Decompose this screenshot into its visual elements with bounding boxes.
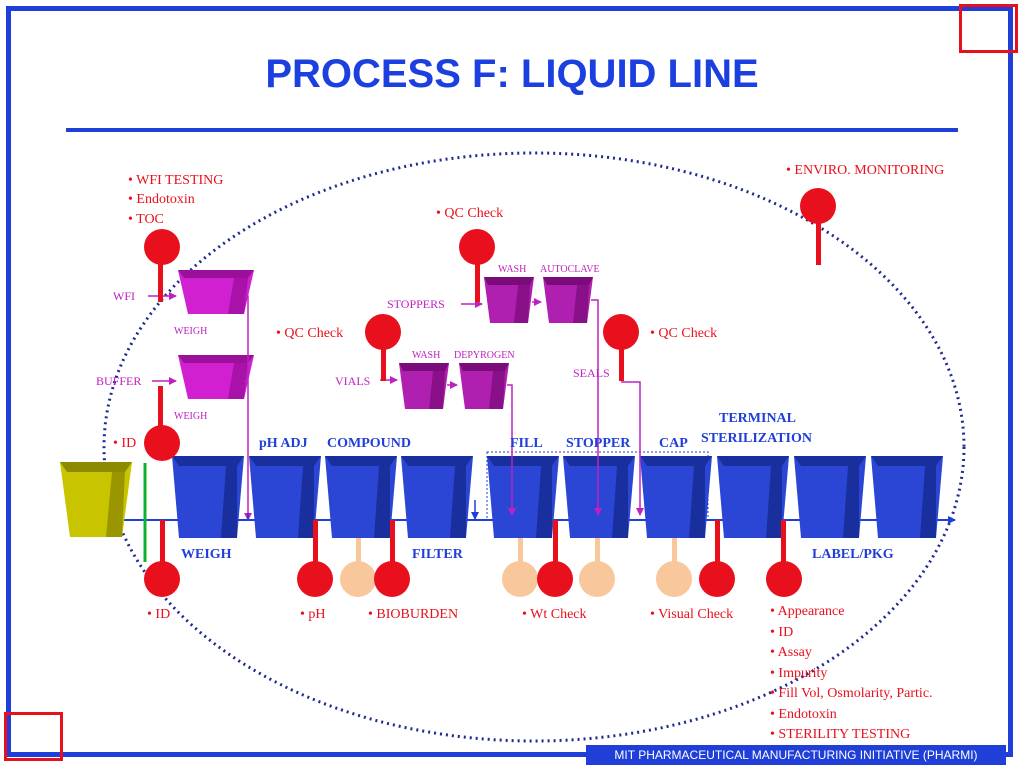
magenta-flows xyxy=(148,292,644,521)
stoppers-input-label: STOPPERS xyxy=(387,297,445,311)
page-title: PROCESS F: LIQUID LINE xyxy=(265,52,759,96)
endotoxin-label: • Endotoxin xyxy=(128,192,195,207)
station-stopper xyxy=(563,456,635,538)
qc-check-stoppers-label: • QC Check xyxy=(436,206,503,221)
slide-frame xyxy=(6,6,1013,757)
fill-label: FILL xyxy=(510,436,543,451)
qc-pin-stoppers xyxy=(459,229,495,302)
process-boundary xyxy=(102,151,966,743)
title-underline xyxy=(66,128,958,132)
sterilization-label: STERILIZATION xyxy=(701,431,812,446)
wash2-label: WASH xyxy=(412,350,440,361)
inprocess-pin-fill xyxy=(502,538,538,597)
aseptic-zone-box xyxy=(486,451,709,521)
station-fill xyxy=(487,456,559,538)
wfi-testing-label: • WFI TESTING xyxy=(128,173,223,188)
station-compound xyxy=(325,456,397,538)
buffer-weigh-hopper xyxy=(178,355,254,399)
weigh-station-label: WEIGH xyxy=(181,547,232,562)
depyrogen-label: DEPYROGEN xyxy=(454,350,515,361)
qc-pin-id-bottom xyxy=(144,520,180,597)
weigh1-label: WEIGH xyxy=(174,326,207,337)
inprocess-pin-cap xyxy=(656,538,692,597)
qc-pin-buffer-id xyxy=(144,386,180,461)
ph-label: • pH xyxy=(300,607,326,622)
release-id: • ID xyxy=(770,625,793,640)
release-sterility: • STERILITY TESTING xyxy=(770,727,910,742)
raw-material-container xyxy=(60,462,132,537)
id-top-label: • ID xyxy=(113,436,136,451)
vials-depyrogen-hopper xyxy=(459,363,509,409)
qc-pin-wt-check xyxy=(537,520,573,597)
qc-pin-wfi xyxy=(144,229,180,302)
release-assay: • Assay xyxy=(770,645,812,660)
label-pkg-station-label: LABEL/PKG xyxy=(812,547,894,562)
release-fill-vol: • Fill Vol, Osmolarity, Partic. xyxy=(770,686,933,701)
stoppers-autoclave-hopper xyxy=(543,277,593,323)
qc-pin-vials xyxy=(365,314,401,381)
station-cap xyxy=(640,456,712,538)
station-terminal-sterilization xyxy=(717,456,789,538)
wfi-input-label: WFI xyxy=(113,289,135,303)
qc-check-vials-label: • QC Check xyxy=(276,326,343,341)
corner-box-top-right xyxy=(959,4,1018,53)
seals-input-label: SEALS xyxy=(573,366,610,380)
stopper-label: STOPPER xyxy=(566,436,631,451)
weigh2-label: WEIGH xyxy=(174,411,207,422)
qc-pin-bioburden xyxy=(374,520,410,597)
vials-input-label: VIALS xyxy=(335,374,370,388)
qc-pin-enviro xyxy=(800,188,836,265)
qc-pin-ph xyxy=(297,520,333,597)
release-appearance: • Appearance xyxy=(770,604,844,619)
stoppers-wash-hopper xyxy=(484,277,534,323)
station-filter xyxy=(401,456,473,538)
inprocess-pin-compound xyxy=(340,538,376,597)
release-endotoxin: • Endotoxin xyxy=(770,707,837,722)
blue-flow-arrows xyxy=(247,500,479,520)
station-label-pkg-2 xyxy=(871,456,943,538)
autoclave-label: AUTOCLAVE xyxy=(540,264,600,275)
qc-pin-release xyxy=(766,520,802,597)
vials-wash-hopper xyxy=(399,363,449,409)
toc-label: • TOC xyxy=(128,212,164,227)
compound-label: COMPOUND xyxy=(327,436,411,451)
buffer-input-label: BUFFER xyxy=(96,374,141,388)
footer-banner: MIT PHARMACEUTICAL MANUFACTURING INITIAT… xyxy=(586,745,1006,765)
id-bottom-label: • ID xyxy=(147,607,170,622)
release-impurity: • Impurity xyxy=(770,666,827,681)
filter-station-label: FILTER xyxy=(412,547,464,562)
qc-check-seals-label: • QC Check xyxy=(650,326,717,341)
wfi-weigh-hopper xyxy=(178,270,254,314)
station-label-pkg-1 xyxy=(794,456,866,538)
qc-pin-seals xyxy=(603,314,639,381)
visual-check-label: • Visual Check xyxy=(650,607,733,622)
cap-label: CAP xyxy=(659,436,688,451)
station-weigh xyxy=(172,456,244,538)
station-ph-adj xyxy=(249,456,321,538)
inprocess-pin-stopper xyxy=(579,538,615,597)
wt-check-label: • Wt Check xyxy=(522,607,587,622)
qc-pin-visual-check xyxy=(699,520,735,597)
bioburden-label: • BIOBURDEN xyxy=(368,607,458,622)
wash1-label: WASH xyxy=(498,264,526,275)
corner-box-bottom-left xyxy=(4,712,63,761)
ph-adj-label: pH ADJ xyxy=(259,436,308,451)
enviro-monitoring-label: • ENVIRO. MONITORING xyxy=(786,163,944,178)
terminal-label: TERMINAL xyxy=(719,411,796,426)
